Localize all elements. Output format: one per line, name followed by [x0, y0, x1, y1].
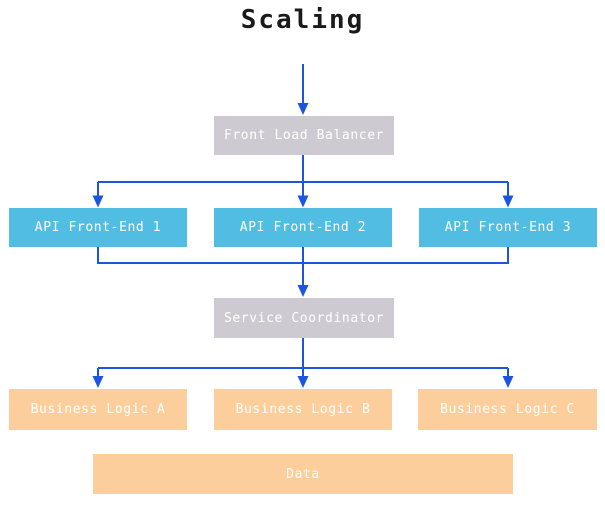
arrowhead-icon [92, 195, 104, 208]
arrowhead-icon [297, 376, 309, 388]
node-label: Service Coordinator [223, 310, 385, 326]
node-label: Business Logic C [440, 402, 575, 417]
arrowhead-icon [502, 195, 514, 208]
edge-api-front-ends-to-service-coordinator [97, 247, 509, 297]
node-api-front-end-2: API Front-End 2 [214, 208, 392, 247]
node-business-logic-b: Business Logic B [214, 389, 392, 430]
node-label: Front Load Balancer [223, 128, 385, 143]
arrowhead-icon [297, 285, 309, 297]
node-label: API Front-End 3 [444, 220, 572, 235]
node-label: Business Logic B [235, 402, 371, 417]
arrowhead-icon [502, 376, 514, 388]
node-business-logic-c: Business Logic C [418, 389, 597, 430]
node-front-load-balancer: Front Load Balancer [214, 116, 394, 155]
edge-service-coordinator-to-business-logic [92, 338, 514, 388]
diagram-title: Scaling [240, 5, 365, 35]
node-api-front-end-1: API Front-End 1 [9, 208, 187, 247]
node-api-front-end-3: API Front-End 3 [419, 208, 597, 247]
node-label: API Front-End 2 [239, 220, 367, 235]
node-label: Business Logic A [30, 402, 166, 417]
node-data: Data [93, 454, 513, 494]
arrowhead-icon [92, 376, 104, 388]
node-business-logic-a: Business Logic A [9, 389, 187, 430]
arrowhead-icon [297, 103, 309, 115]
edge-front-load-balancer-to-api-front-ends [92, 155, 514, 208]
node-label: API Front-End 1 [34, 220, 162, 235]
node-service-coordinator: Service Coordinator [214, 298, 394, 338]
arrowhead-icon [297, 195, 309, 208]
edge-start-to-front-load-balancer [297, 64, 309, 115]
node-label: Data [286, 466, 320, 482]
